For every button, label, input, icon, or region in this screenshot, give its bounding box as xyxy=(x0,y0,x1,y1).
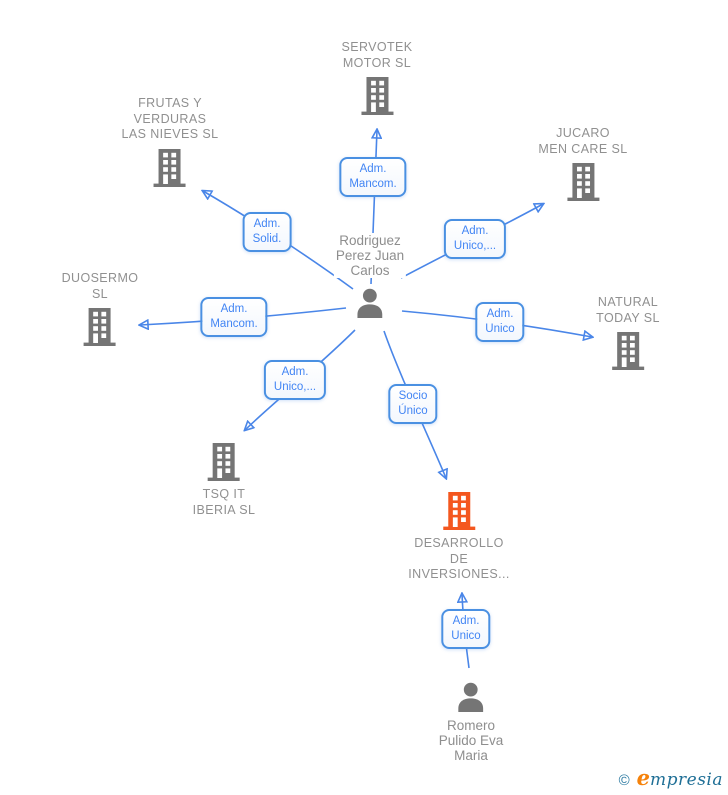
company-node-duosermo[interactable]: DUOSERMO SL xyxy=(59,271,141,346)
person-node-rodriguez[interactable]: Rodriguez Perez Juan Carlos xyxy=(333,233,407,318)
company-node-jucaro[interactable]: JUCARO MEN CARE SL xyxy=(536,126,630,201)
building-icon xyxy=(153,149,187,187)
building-icon-highlighted xyxy=(442,492,476,530)
building-icon xyxy=(611,332,645,370)
edge-label-adm-solid-frutas[interactable]: Adm. Solid. xyxy=(242,212,292,252)
company-label: DUOSERMO SL xyxy=(59,271,141,302)
person-icon xyxy=(457,682,485,712)
person-label: Romero Pulido Eva Maria xyxy=(436,718,506,763)
company-label: FRUTAS Y VERDURAS LAS NIEVES SL xyxy=(119,96,221,143)
copyright-icon: © xyxy=(618,772,630,789)
edge-label-adm-mancom-servotek[interactable]: Adm. Mancom. xyxy=(339,157,407,197)
edge-label-adm-unico-romero[interactable]: Adm. Unico xyxy=(441,609,491,649)
company-label: DESARROLLO DE INVERSIONES... xyxy=(406,536,512,583)
edge-label-adm-unico-jucaro[interactable]: Adm. Unico,... xyxy=(443,219,507,259)
company-node-frutas-y-verduras[interactable]: FRUTAS Y VERDURAS LAS NIEVES SL xyxy=(119,96,221,187)
company-label: TSQ IT IBERIA SL xyxy=(190,487,258,518)
empresia-logo[interactable]: © e mpresia xyxy=(619,765,723,790)
edge-label-socio-unico[interactable]: Socio Único xyxy=(388,384,438,424)
logo-initial: e xyxy=(636,765,650,790)
building-icon xyxy=(83,308,117,346)
building-icon xyxy=(207,443,241,481)
company-node-tsq-it-iberia[interactable]: TSQ IT IBERIA SL xyxy=(190,443,258,518)
edge-label-adm-mancom-duosermo[interactable]: Adm. Mancom. xyxy=(200,297,268,337)
company-node-natural-today[interactable]: NATURAL TODAY SL xyxy=(594,295,662,370)
building-icon xyxy=(566,163,600,201)
person-label: Rodriguez Perez Juan Carlos xyxy=(333,233,407,278)
company-label: SERVOTEK MOTOR SL xyxy=(339,40,415,71)
logo-wordmark: mpresia xyxy=(650,770,723,790)
person-node-romero[interactable]: Romero Pulido Eva Maria xyxy=(436,682,506,763)
building-icon xyxy=(360,77,394,115)
edge-label-adm-unico-tsq[interactable]: Adm. Unico,... xyxy=(263,360,327,400)
edge-label-adm-unico-natural[interactable]: Adm. Unico xyxy=(475,302,525,342)
person-icon xyxy=(356,288,384,318)
company-label: NATURAL TODAY SL xyxy=(594,295,662,326)
company-node-servotek[interactable]: SERVOTEK MOTOR SL xyxy=(339,40,415,115)
company-node-desarrollo-de-inversiones[interactable]: DESARROLLO DE INVERSIONES... xyxy=(406,492,512,583)
company-label: JUCARO MEN CARE SL xyxy=(536,126,630,157)
